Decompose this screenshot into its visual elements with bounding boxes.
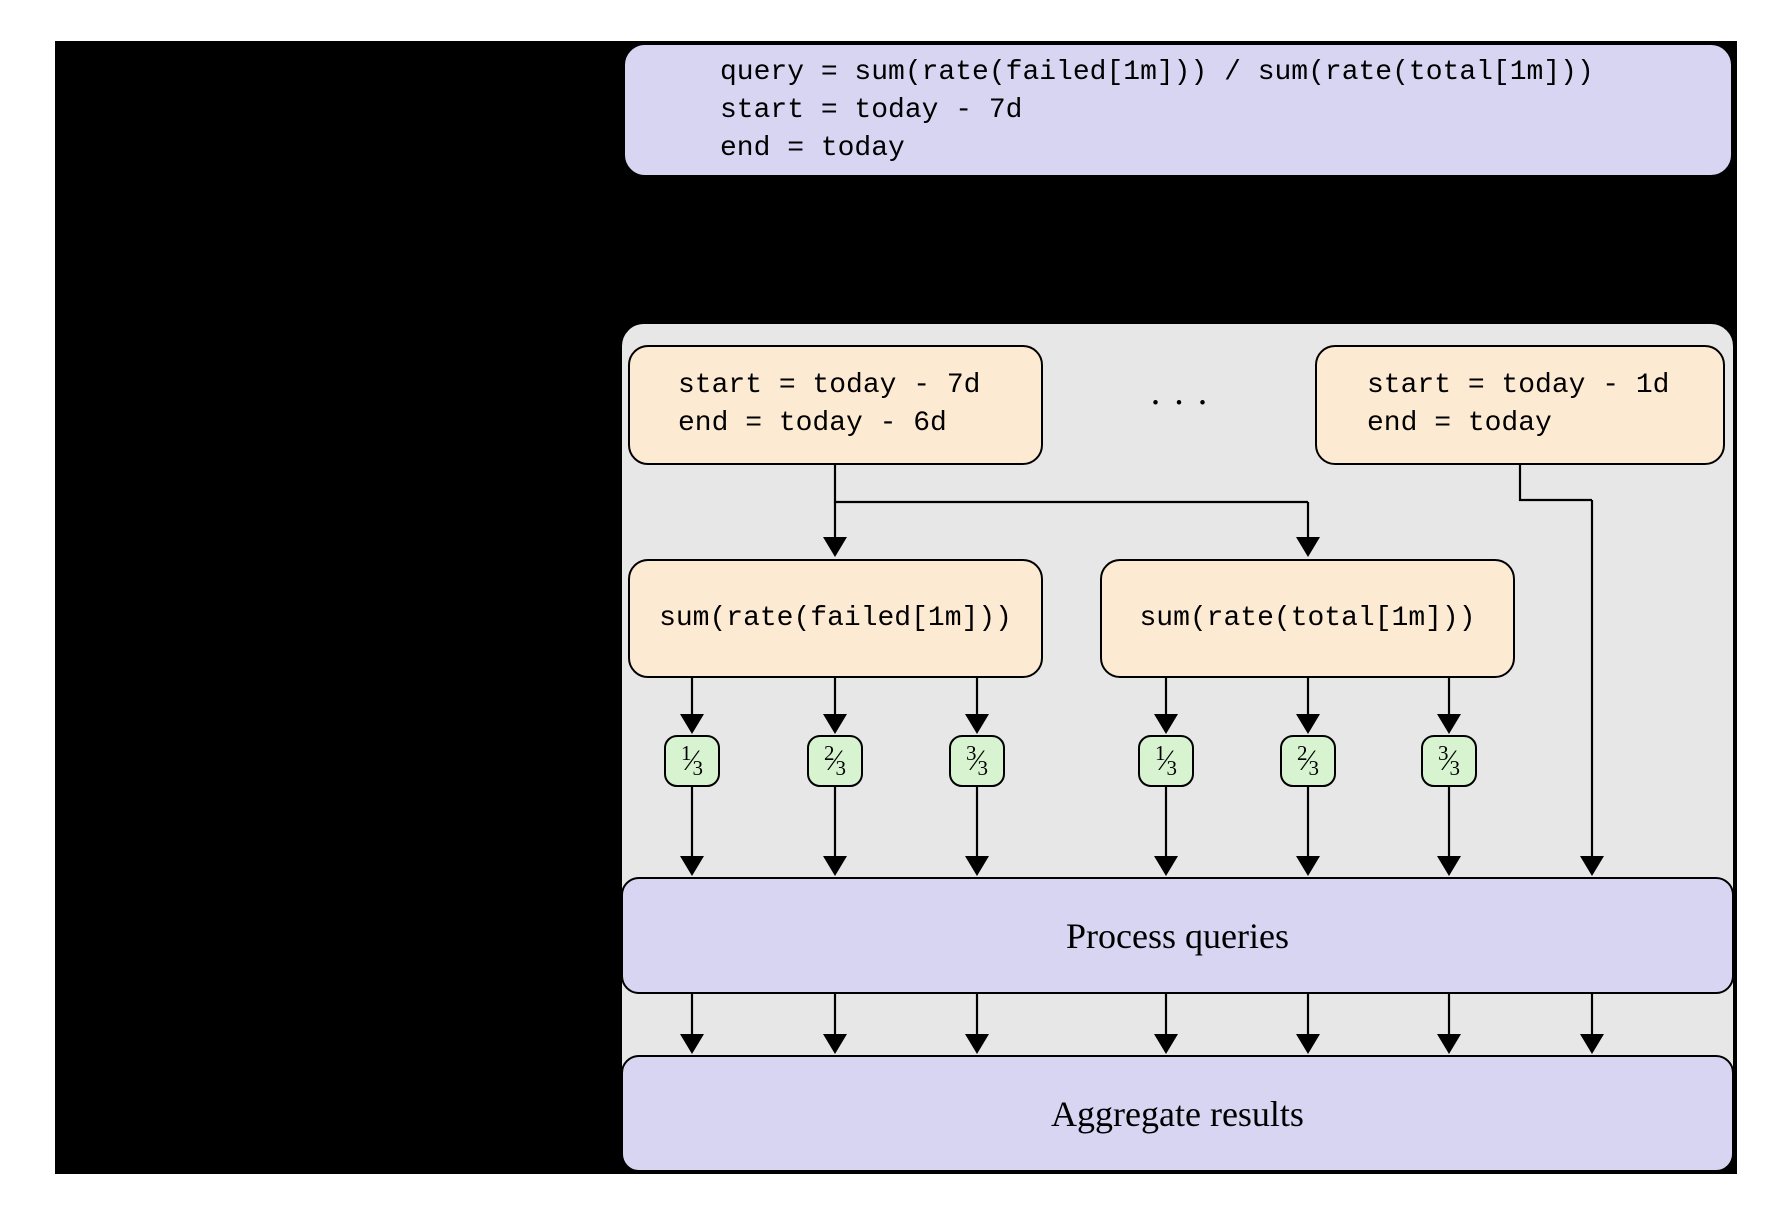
failed-query-box: sum(rate(failed[1m])) bbox=[628, 559, 1043, 678]
shard-fraction-box: 1⁄3 bbox=[1138, 735, 1194, 787]
fraction-slash: ⁄ bbox=[689, 744, 695, 777]
fraction-numerator: 2 bbox=[1296, 740, 1308, 765]
shard-range-first-box: start = today - 7d end = today - 6d bbox=[628, 345, 1043, 465]
fraction-numerator: 1 bbox=[680, 740, 692, 765]
fraction-denominator: 3 bbox=[1449, 755, 1461, 780]
shard-fraction-box: 2⁄3 bbox=[807, 735, 863, 787]
shard-fraction-box: 3⁄3 bbox=[949, 735, 1005, 787]
fraction-slash: ⁄ bbox=[1305, 744, 1311, 777]
code-line-start: start = today - 7d bbox=[720, 95, 1023, 126]
shard-fraction-box: 1⁄3 bbox=[664, 735, 720, 787]
process-queries-bar: Process queries bbox=[621, 877, 1734, 994]
fraction-numerator: 3 bbox=[1437, 740, 1449, 765]
fraction-denominator: 3 bbox=[692, 755, 704, 780]
code-line-end: end = today bbox=[720, 133, 905, 164]
range-line-start: start = today - 1d bbox=[1367, 370, 1670, 401]
fraction-slash: ⁄ bbox=[974, 744, 980, 777]
original-query-box: query = sum(rate(failed[1m])) / sum(rate… bbox=[623, 43, 1733, 177]
shard-range-last-box: start = today - 1d end = today bbox=[1315, 345, 1725, 465]
fraction-slash: ⁄ bbox=[1163, 744, 1169, 777]
total-query-box: sum(rate(total[1m])) bbox=[1100, 559, 1515, 678]
fraction-denominator: 3 bbox=[1308, 755, 1320, 780]
aggregate-results-bar: Aggregate results bbox=[621, 1055, 1734, 1172]
fraction-slash: ⁄ bbox=[1446, 744, 1452, 777]
shard-fraction-box: 2⁄3 bbox=[1280, 735, 1336, 787]
fraction-slash: ⁄ bbox=[832, 744, 838, 777]
code-line-query: query = sum(rate(failed[1m])) / sum(rate… bbox=[720, 57, 1594, 88]
fraction-numerator: 1 bbox=[1154, 740, 1166, 765]
range-line-start: start = today - 7d bbox=[678, 370, 981, 401]
range-line-end: end = today - 6d bbox=[678, 408, 947, 439]
fraction-numerator: 3 bbox=[965, 740, 977, 765]
ellipsis: ... bbox=[1150, 371, 1222, 413]
shard-fraction-box: 3⁄3 bbox=[1421, 735, 1477, 787]
fraction-denominator: 3 bbox=[835, 755, 847, 780]
fraction-numerator: 2 bbox=[823, 740, 835, 765]
fraction-denominator: 3 bbox=[1166, 755, 1178, 780]
range-line-end: end = today bbox=[1367, 408, 1552, 439]
fraction-denominator: 3 bbox=[977, 755, 989, 780]
